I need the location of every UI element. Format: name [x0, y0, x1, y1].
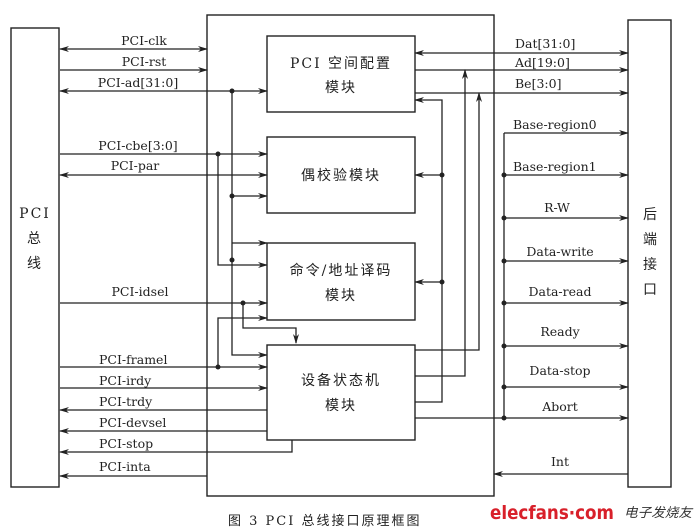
signal-label: Base-region0: [513, 117, 597, 132]
signal-label: Base-region1: [513, 159, 597, 174]
backend-label: 口: [643, 282, 659, 298]
signal-label: Abort: [541, 399, 578, 414]
signal-label: PCI-stop: [99, 436, 153, 451]
module-label: 模块: [325, 398, 357, 414]
figure-caption: 图 3 PCI 总线接口原理框图: [228, 513, 422, 529]
parity-module: 偶校验模块: [266, 136, 416, 214]
pci-config-module: PCI 空间配置 模块: [266, 35, 416, 113]
signal-label: PCI-devsel: [99, 415, 166, 430]
interface-outer-block: [206, 14, 495, 497]
signal-label: Be[3:0]: [515, 76, 561, 91]
watermark-subtitle: 电子发烧友: [624, 506, 694, 521]
module-label: 命令/地址译码: [290, 262, 393, 279]
signal-label: PCI-inta: [99, 459, 151, 474]
signal-label: PCI-cbe[3:0]: [98, 138, 177, 153]
signal-label: Data-stop: [529, 363, 590, 378]
signal-label: Int: [551, 454, 569, 469]
signal-label: PCI-clk: [121, 33, 167, 48]
signal-label: PCI-irdy: [99, 373, 152, 388]
command-address-decode-module: 命令/地址译码 模块: [266, 242, 416, 321]
signal-label: PCI-trdy: [99, 394, 153, 409]
backend-label: 后: [643, 207, 659, 223]
module-label: 偶校验模块: [301, 167, 381, 184]
pci-signals: PCI-clk PCI-rst PCI-ad[31:0] PCI-cbe[3:0…: [59, 33, 293, 479]
backend-block: [627, 19, 672, 488]
module-label: 模块: [325, 80, 357, 96]
signal-label: Ready: [540, 324, 580, 339]
module-label: 模块: [325, 288, 357, 304]
module-label: PCI 空间配置: [290, 56, 392, 72]
signal-label: Dat[31:0]: [515, 36, 575, 51]
backend-signals: Dat[31:0] Ad[19:0] Be[3:0] Base-region0 …: [414, 36, 629, 477]
signal-label: PCI-ad[31:0]: [98, 75, 178, 90]
signal-label: PCI-rst: [122, 54, 167, 69]
internal-buses: [215, 69, 507, 421]
signal-label: PCI-framel: [99, 352, 167, 367]
pci-bus-label: 线: [27, 256, 43, 272]
signal-label: PCI-par: [111, 158, 160, 173]
signal-label: R-W: [544, 200, 570, 215]
device-state-machine-module: 设备状态机 模块: [266, 344, 416, 441]
watermark-logo: elecfans·com: [490, 502, 614, 524]
module-label: 设备状态机: [301, 372, 381, 389]
pci-bus-block: [10, 27, 60, 488]
signal-label: Data-write: [526, 244, 593, 259]
signal-label: Ad[19:0]: [514, 55, 570, 70]
pci-bus-label: 总: [27, 231, 43, 247]
pci-bus-label: PCI: [19, 206, 51, 222]
signal-label: Data-read: [528, 284, 591, 299]
backend-label: 接: [643, 256, 659, 273]
backend-label: 端: [643, 232, 659, 248]
signal-label: PCI-idsel: [112, 284, 169, 299]
